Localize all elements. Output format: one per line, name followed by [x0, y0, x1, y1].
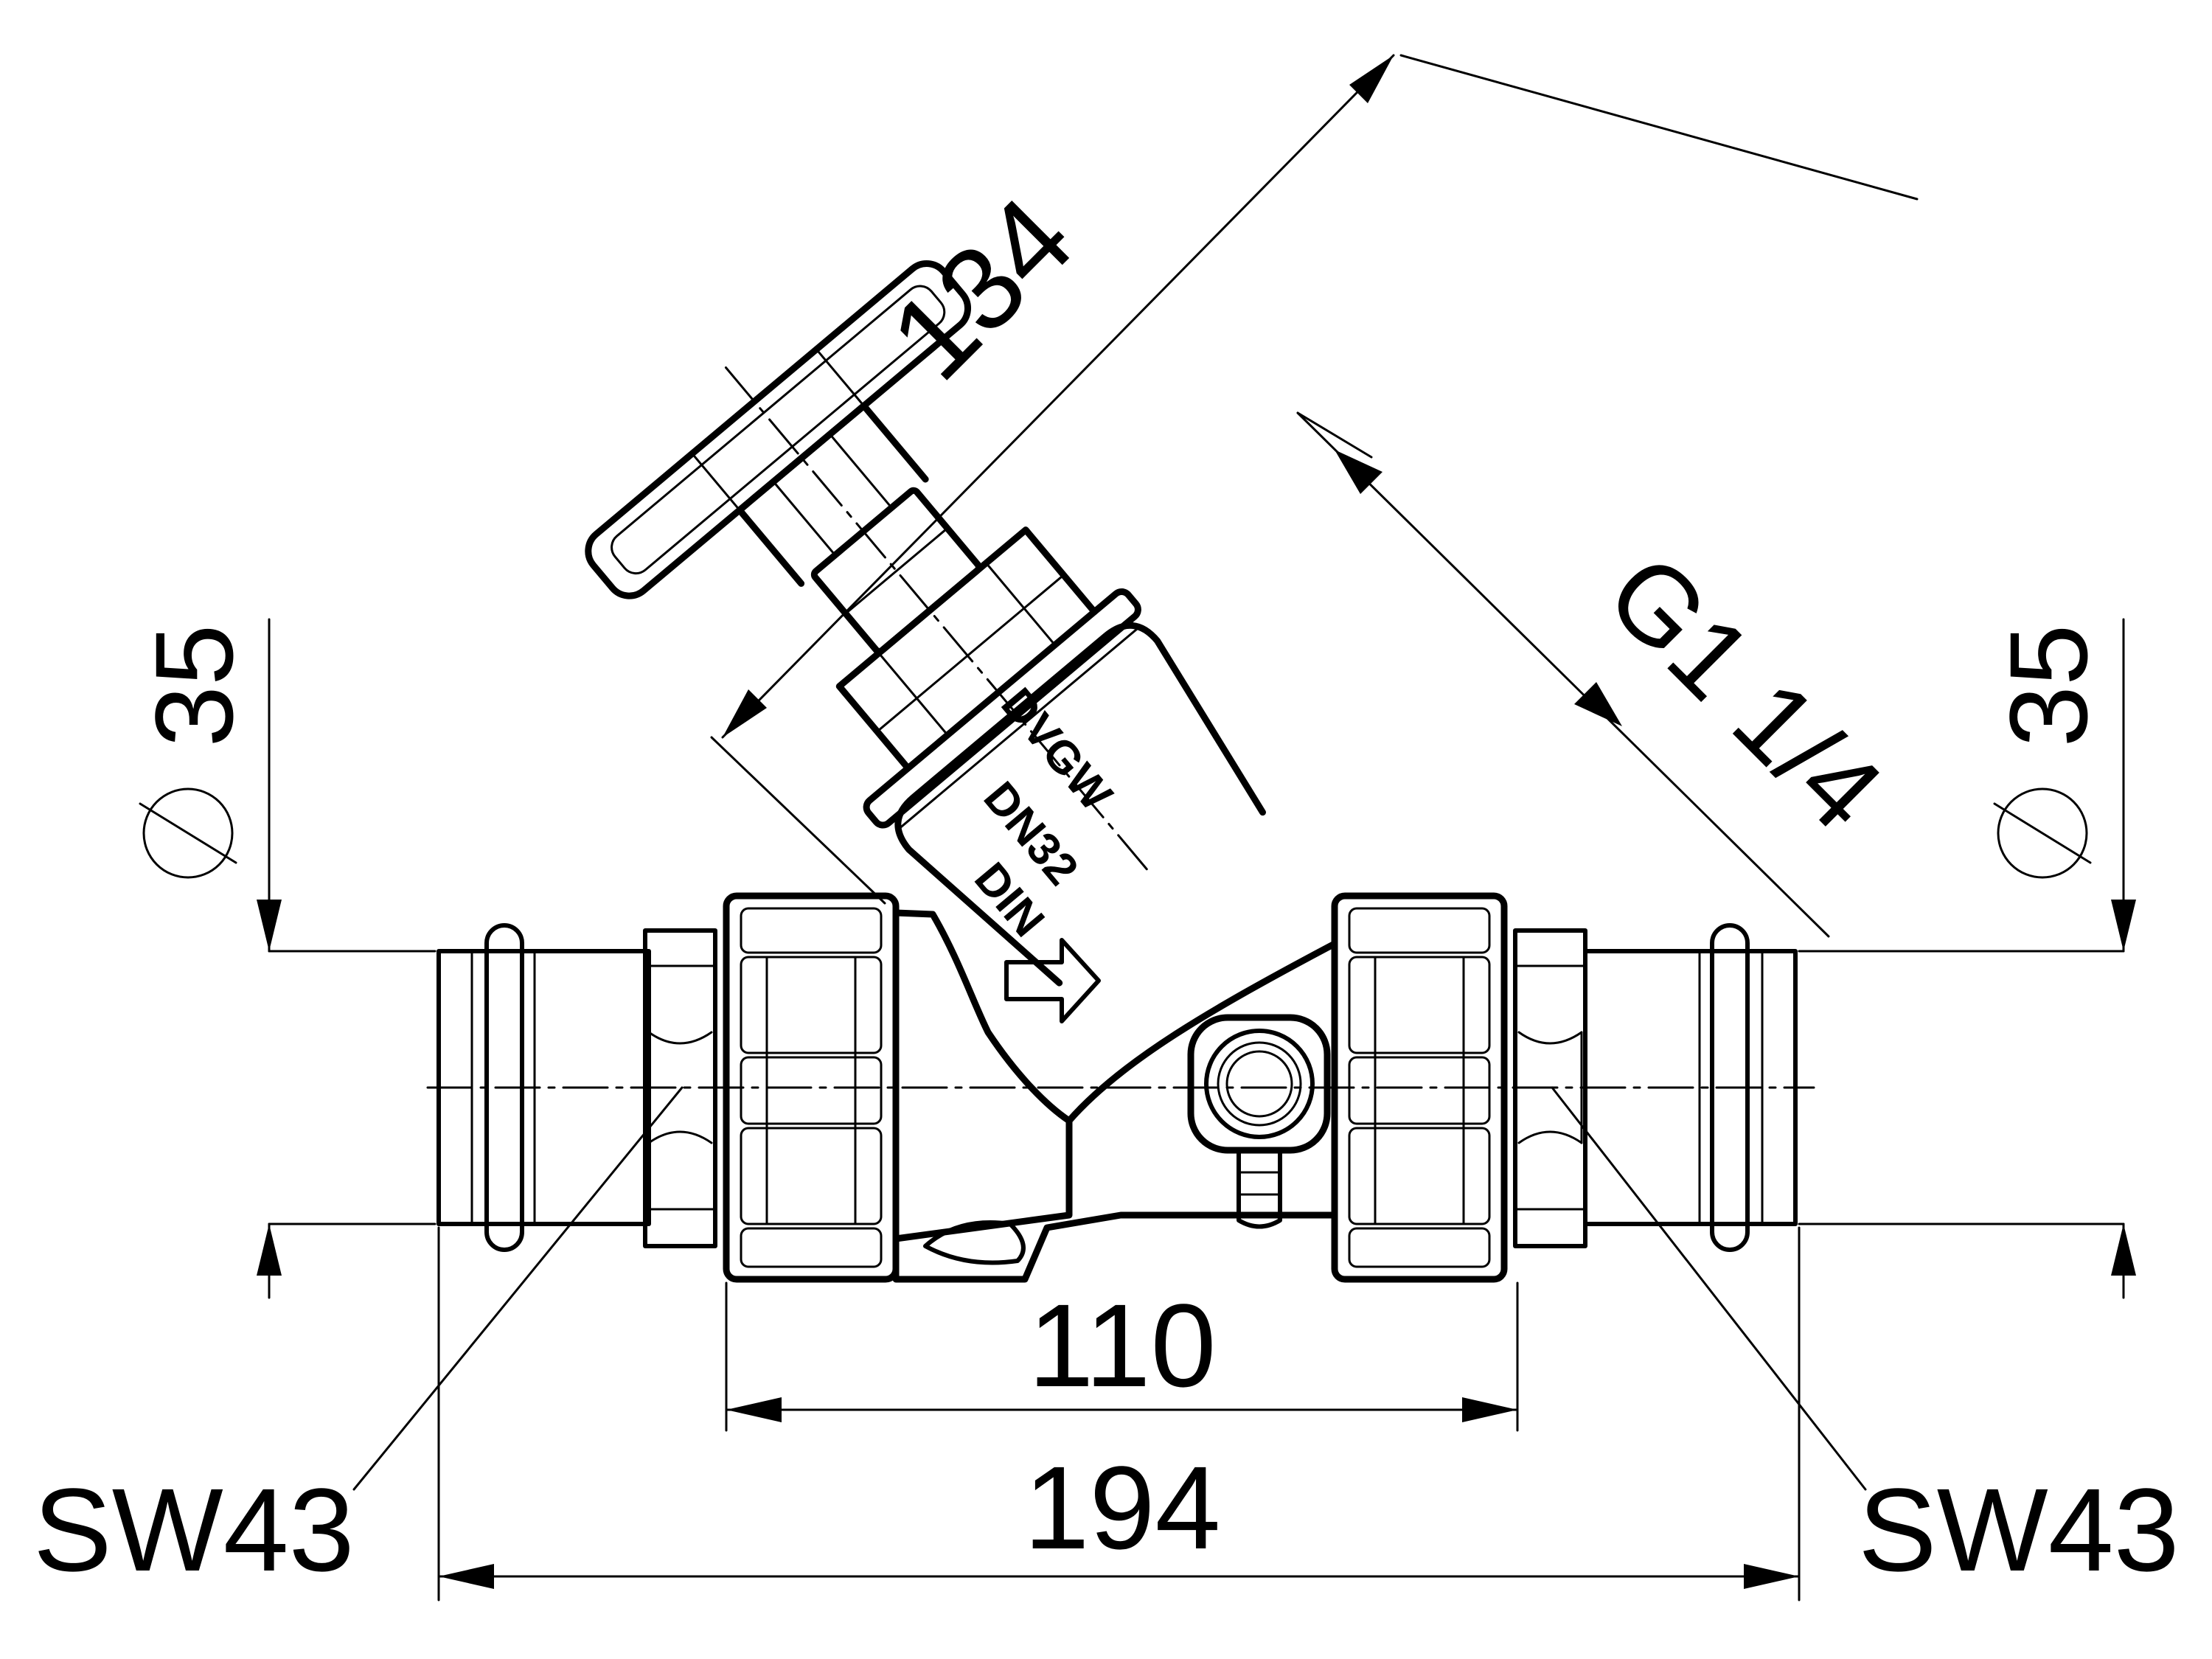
- dimension-diameter-left: 35: [132, 618, 437, 1299]
- dim-text-110: 110: [1028, 1279, 1216, 1411]
- callout-text-sw43-left: SW43: [33, 1464, 355, 1596]
- callout-text-sw43-right: SW43: [1858, 1464, 2180, 1596]
- dim-text-thread: G1 1/4: [1584, 531, 1906, 853]
- dimension-thread: G1 1/4: [1296, 411, 1906, 938]
- dim-text-194: 194: [1024, 1441, 1221, 1573]
- callout-sw43-right: SW43: [1551, 1086, 2180, 1596]
- dim-text-diameter-left: 35: [132, 625, 256, 748]
- central-body: [892, 909, 1338, 1283]
- dim-text-diameter-right: 35: [1986, 625, 2110, 748]
- dimension-110: 110: [725, 1279, 1519, 1432]
- right-union-nut: [1331, 892, 1508, 1283]
- right-pipe-end: [1583, 923, 1798, 1252]
- flow-arrow-icon: [1004, 938, 1101, 1023]
- dimension-134: 134: [710, 54, 1919, 905]
- callout-sw43-left: SW43: [33, 1086, 684, 1596]
- diameter-symbol-icon: [142, 787, 234, 879]
- dimension-diameter-right: 35: [1798, 618, 2136, 1299]
- valve-body: DVGW DN32 DIN: [426, 260, 1815, 1283]
- left-hex-nut: [643, 928, 717, 1248]
- dim-text-134: 134: [865, 172, 1097, 404]
- left-pipe-end: [437, 923, 651, 1252]
- drain-plug: [1187, 1014, 1331, 1229]
- dimension-194: 194: [437, 1226, 1801, 1601]
- diameter-symbol-icon-right: [1997, 787, 2088, 879]
